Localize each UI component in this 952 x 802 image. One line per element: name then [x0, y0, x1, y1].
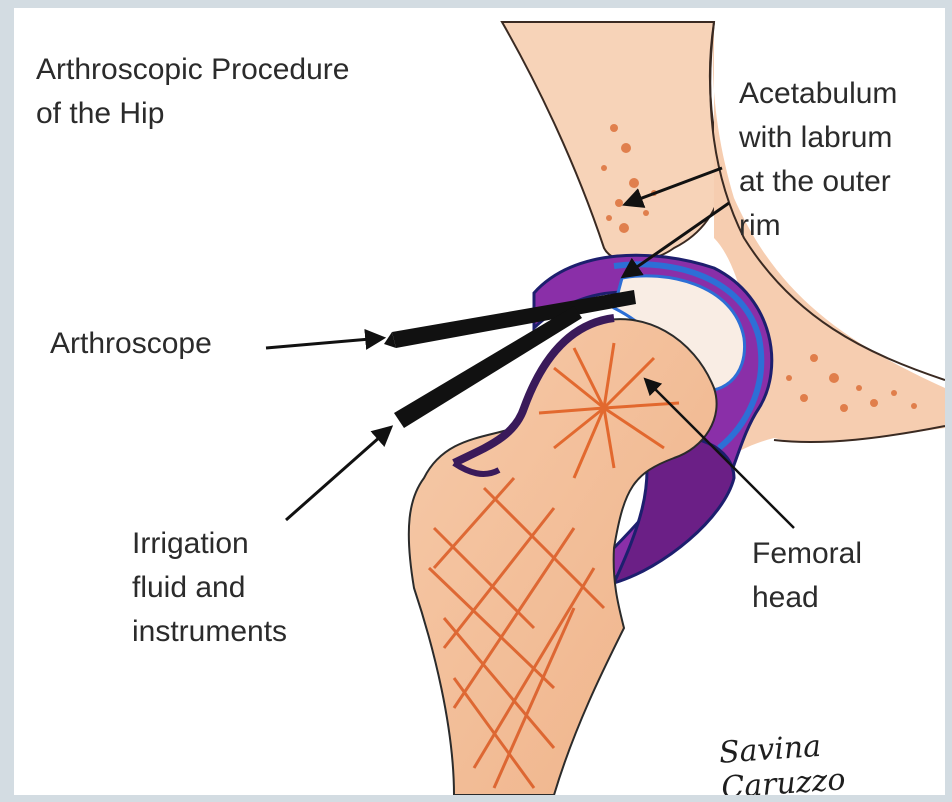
- irrigation-arrow: [286, 428, 390, 520]
- diagram-title: Arthroscopic Procedure of the Hip: [36, 48, 456, 136]
- acetabulum-label: Acetabulum with labrum at the outer rim: [739, 72, 944, 248]
- diagram-frame: Arthroscopic Procedure of the Hip Acetab…: [14, 8, 945, 795]
- femoral-head-label: Femoral head: [752, 532, 932, 620]
- arthroscope-arrow: [266, 338, 382, 348]
- irrigation-label: Irrigation fluid and instruments: [132, 522, 372, 654]
- arthroscope-label: Arthroscope: [50, 322, 212, 366]
